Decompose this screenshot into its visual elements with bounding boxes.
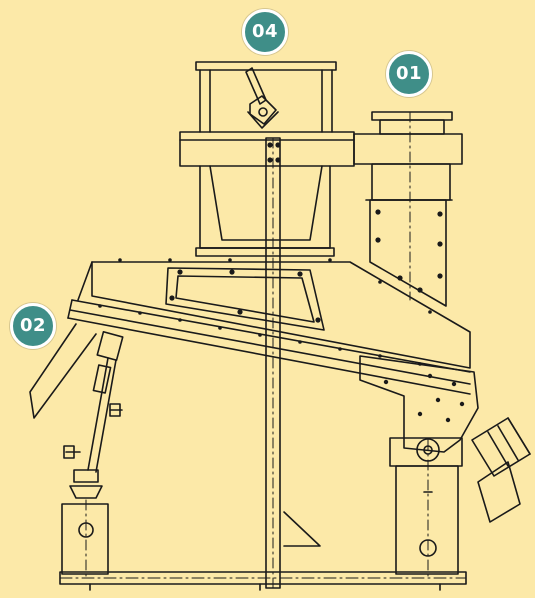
right-inlet [353, 111, 463, 307]
callout-04-badge: 04 [242, 9, 288, 55]
adjustment-rod [63, 331, 124, 499]
lower-gusset [283, 511, 321, 547]
central-column [265, 137, 281, 589]
main-body [29, 258, 471, 419]
drive-bracket [359, 355, 531, 523]
callout-01-badge: 01 [386, 51, 432, 97]
base-frame [59, 571, 467, 591]
left-support [61, 499, 109, 581]
right-support [389, 437, 463, 581]
callout-02-badge: 02 [10, 303, 56, 349]
top-inlet [179, 61, 355, 257]
valve-handle [245, 67, 279, 129]
